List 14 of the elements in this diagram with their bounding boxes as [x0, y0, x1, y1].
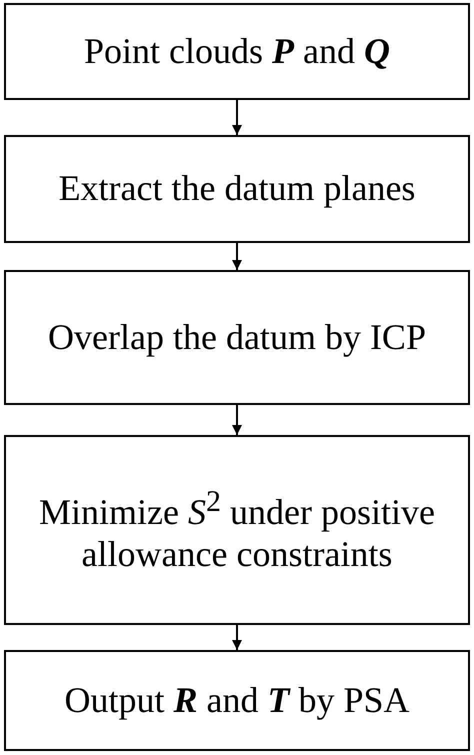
arrow [232, 243, 242, 270]
process-box [4, 270, 470, 405]
process-box [4, 135, 470, 243]
step-text: Extract the datum planes [58, 168, 416, 210]
step-text: Output R and T by PSA [63, 680, 411, 722]
step-text: Point clouds P and Q [83, 30, 391, 72]
arrow [232, 100, 242, 135]
arrow [232, 405, 242, 435]
arrow [232, 625, 242, 650]
process-box [4, 435, 470, 625]
process-box [4, 650, 470, 751]
process-box [4, 3, 470, 100]
step-text: Overlap the datum by ICP [47, 316, 427, 358]
step-text: Minimize S$^{2}$ under positive allowance constraints [38, 485, 436, 575]
